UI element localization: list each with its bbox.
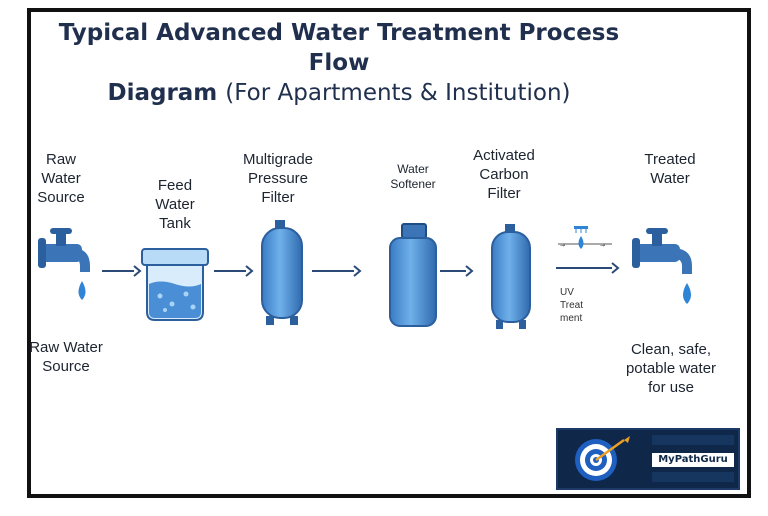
uv-lamp-icon: → → (558, 226, 612, 249)
softener-label: Water Softener (390, 162, 436, 191)
flow-arrow-3 (312, 265, 362, 277)
treated-water-label: Treated Water (644, 151, 696, 187)
flow-arrow-2 (214, 265, 254, 277)
raw-water-faucet-icon (38, 228, 90, 300)
multigrade-filter-label: Multigrade Pressure Filter (242, 151, 314, 206)
feed-water-tank-icon (141, 248, 209, 321)
flow-arrow-1 (102, 265, 142, 277)
logo-strip-top (652, 435, 734, 445)
title-line2-sub: (For Apartments & Institution) (225, 80, 571, 106)
logo-brand: MyPathGuru (652, 453, 734, 467)
water-softener-icon (389, 223, 437, 327)
flow-arrow-4 (440, 265, 474, 277)
title-line1: Typical Advanced Water Treatment Process… (58, 20, 620, 76)
treated-water-faucet-icon (632, 228, 692, 304)
raw-source-caption: Raw Water Source (29, 339, 103, 375)
logo-strip-bottom (652, 472, 734, 482)
title-line2-bold: Diagram (107, 80, 218, 106)
multigrade-filter-icon (261, 220, 303, 325)
diagram-title: Typical Advanced Water Treatment Process… (44, 18, 634, 108)
svg-text:→: → (560, 242, 565, 249)
flow-arrow-5 (556, 262, 620, 274)
carbon-filter-label: Activated Carbon Filter (473, 147, 535, 202)
uv-treatment-label: UV Treat ment (560, 287, 583, 324)
svg-text:→: → (600, 242, 605, 249)
mypathguru-logo: MyPathGuru (556, 428, 740, 490)
treated-water-caption: Clean, safe, potable water for use (625, 341, 717, 396)
feed-tank-label: Feed Water Tank (155, 177, 195, 232)
carbon-filter-icon (491, 224, 531, 329)
raw-source-label: Raw Water Source (37, 151, 85, 206)
target-icon (575, 436, 630, 481)
